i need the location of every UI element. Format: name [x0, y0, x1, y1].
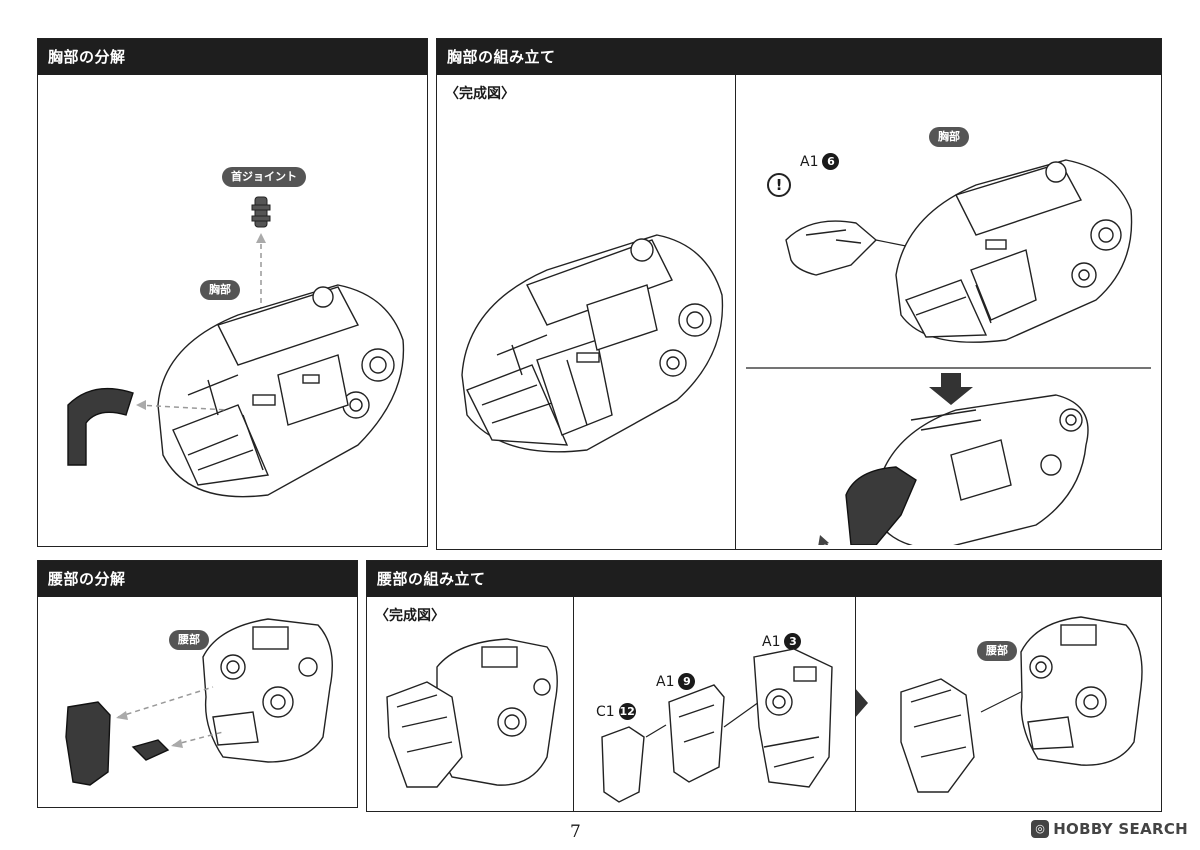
panel-title: 腰部の分解 — [38, 561, 357, 597]
completed-view-label: 〈完成図〉 — [375, 608, 445, 624]
waist-parts-step: A1 3 A1 9 C1 12 — [573, 597, 855, 811]
leg-armor-assembly — [900, 678, 975, 793]
waist-armor-part — [65, 701, 111, 786]
waist-result-step: 腰部 — [855, 597, 1161, 811]
part-c1-12-label: C1 12 — [596, 703, 636, 720]
waist-assembly-panel: 腰部の組み立て 〈完成図〉 A1 3 A1 9 C1 12 — [366, 560, 1162, 812]
completed-view-label: 〈完成図〉 — [445, 86, 515, 102]
chest-body — [157, 284, 405, 498]
chest-body-lower — [875, 394, 1089, 545]
part-a1-6 — [785, 220, 878, 276]
waist-completed-view: 〈完成図〉 — [367, 597, 573, 811]
neck-joint-label: 首ジョイント — [222, 167, 306, 187]
watermark-text: HOBBY SEARCH — [1053, 820, 1188, 838]
caution-icon: ! — [767, 173, 791, 197]
chest-assembly-illustration — [746, 159, 1151, 545]
panel-title: 胸部の組み立て — [437, 39, 1161, 75]
down-arrow-icon — [929, 373, 973, 405]
waist-small-part — [131, 739, 170, 761]
hobby-search-logo-icon: ◎ — [1031, 820, 1050, 838]
waist-disassembly-illustration — [65, 618, 333, 786]
waist-result-illustration — [856, 616, 1143, 793]
watermark: ◎ HOBBY SEARCH — [1031, 820, 1188, 838]
chest-label: 胸部 — [200, 280, 240, 300]
chest-label: 胸部 — [929, 127, 969, 147]
right-arrow-icon — [856, 689, 868, 717]
chest-completed-view: 〈完成図〉 — [437, 75, 735, 549]
part-a1-6-label: A1 6 — [800, 153, 840, 170]
neck-joint-part — [251, 196, 271, 228]
waist-label: 腰部 — [169, 630, 209, 650]
part-a1-3 — [753, 648, 833, 788]
chest-disassembly-illustration — [67, 196, 405, 498]
waist-completed-illustration — [386, 638, 558, 788]
part-a1-9 — [668, 684, 725, 783]
chest-cover-part — [67, 387, 134, 466]
waist-parts-illustration — [601, 648, 833, 803]
panel-title: 腰部の組み立て — [367, 561, 1161, 597]
part-a1-9-label: A1 9 — [656, 673, 696, 690]
page-number: 7 — [570, 822, 581, 842]
waist-label: 腰部 — [977, 641, 1017, 661]
chest-assembly-steps: 胸部 A1 6 ! — [735, 75, 1161, 549]
chest-assembly-panel: 胸部の組み立て 〈完成図〉 胸部 A1 6 ! — [436, 38, 1162, 550]
waist-body — [202, 618, 333, 763]
part-c1-12 — [601, 726, 645, 803]
waist-body — [1020, 616, 1143, 766]
chest-completed-illustration — [461, 234, 724, 453]
part-a1-3-label: A1 3 — [762, 633, 802, 650]
part-a1-6-attached — [845, 466, 917, 545]
panel-title: 胸部の分解 — [38, 39, 427, 75]
chest-body-upper — [895, 159, 1133, 343]
chest-disassembly-panel: 胸部の分解 首ジョイント 胸部 — [37, 38, 428, 547]
waist-disassembly-panel: 腰部の分解 腰部 — [37, 560, 358, 808]
